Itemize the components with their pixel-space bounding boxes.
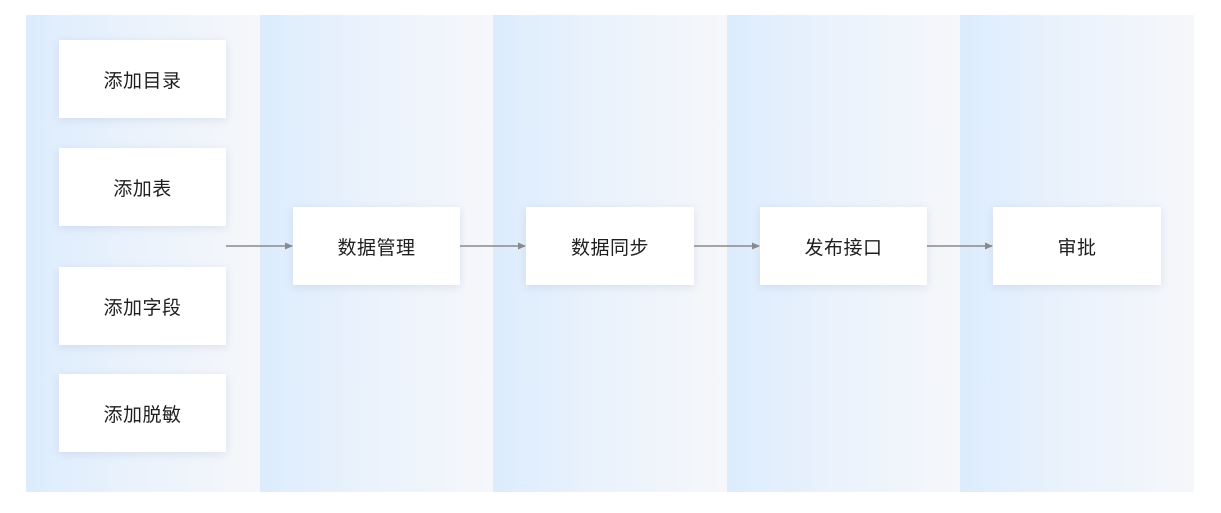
step-node-publish-api: 发布接口	[760, 207, 927, 285]
node-label: 添加表	[113, 177, 172, 200]
node-label: 数据管理	[337, 236, 416, 259]
node-label: 审批	[1057, 236, 1097, 259]
node-label: 添加脱敏	[103, 403, 182, 426]
node-label: 添加目录	[103, 69, 182, 92]
source-node-add-masking: 添加脱敏	[59, 374, 226, 452]
node-label: 发布接口	[804, 236, 883, 259]
source-node-add-catalog: 添加目录	[59, 40, 226, 118]
source-node-add-table: 添加表	[59, 148, 226, 226]
node-label: 数据同步	[570, 236, 649, 259]
source-node-add-field: 添加字段	[59, 267, 226, 345]
step-node-approval: 审批	[993, 207, 1161, 285]
step-node-data-management: 数据管理	[293, 207, 460, 285]
step-node-data-sync: 数据同步	[526, 207, 694, 285]
node-label: 添加字段	[103, 296, 182, 319]
